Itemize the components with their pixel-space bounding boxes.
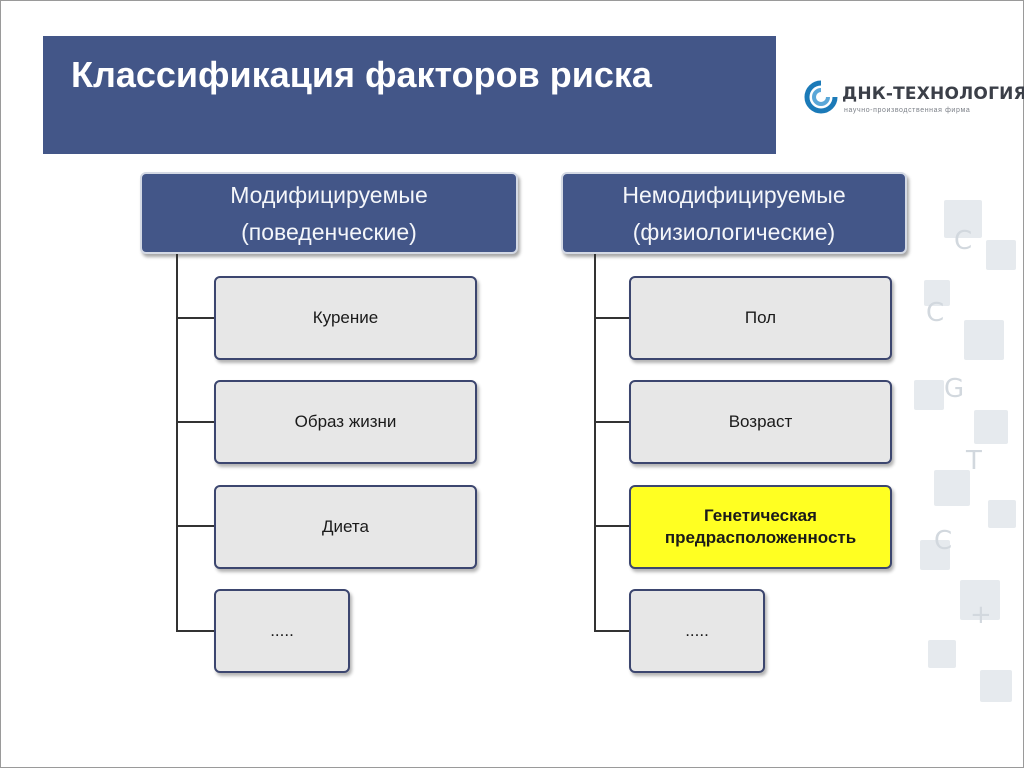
logo-name: ДНК-ТЕХНОЛОГИЯ	[842, 84, 1024, 104]
connector-branch	[176, 630, 215, 632]
factor-box: Образ жизни	[214, 380, 477, 464]
connector-branch	[594, 630, 630, 632]
dna-logo-icon	[804, 80, 838, 114]
heading-line: (поведенческие)	[241, 219, 417, 245]
connector-branch	[594, 525, 630, 527]
heading-line: Модифицируемые	[230, 182, 428, 208]
group-heading-modifiable: Модифицируемые (поведенческие)	[140, 172, 518, 254]
connector-branch	[176, 421, 215, 423]
connector-trunk	[594, 254, 596, 632]
connector-branch	[594, 317, 630, 319]
heading-line: Немодифицируемые	[622, 182, 846, 208]
connector-branch	[176, 317, 215, 319]
title-bar: Классификация факторов риска	[43, 36, 776, 154]
factor-box: .....	[629, 589, 765, 673]
connector-branch	[594, 421, 630, 423]
factor-box: Возраст	[629, 380, 892, 464]
background-mosaic: C C G T C +	[904, 180, 1024, 740]
factor-label: .....	[685, 621, 709, 640]
factor-label: Образ жизни	[294, 412, 397, 431]
factor-box: Курение	[214, 276, 477, 360]
factor-box: Пол	[629, 276, 892, 360]
company-logo: ДНК-ТЕХНОЛОГИЯ научно-производственная ф…	[804, 80, 1024, 124]
group-heading-non-modifiable: Немодифицируемые (физиологические)	[561, 172, 907, 254]
factor-label: Диета	[322, 517, 369, 536]
factor-box-highlighted: Генетическая предрасположенность	[629, 485, 892, 569]
factor-label: .....	[270, 621, 294, 640]
logo-subtitle: научно-производственная фирма	[844, 107, 971, 114]
factor-label: Курение	[312, 308, 379, 327]
heading-line: (физиологические)	[632, 219, 836, 245]
factor-label: Пол	[744, 308, 777, 327]
factor-box: .....	[214, 589, 350, 673]
slide-title: Классификация факторов риска	[71, 54, 652, 95]
factor-label: Генетическая предрасположенность	[664, 506, 857, 547]
factor-box: Диета	[214, 485, 477, 569]
connector-trunk	[176, 254, 178, 632]
factor-label: Возраст	[728, 412, 793, 431]
connector-branch	[176, 525, 215, 527]
